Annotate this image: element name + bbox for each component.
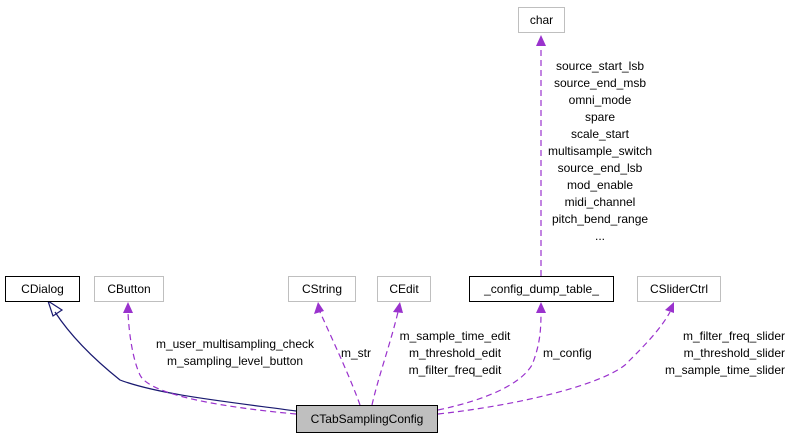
member-label: spare <box>584 110 616 124</box>
edge-use-config <box>437 311 542 411</box>
edge-label-cstring: m_str <box>341 345 371 362</box>
member-label: m_config <box>543 346 592 360</box>
arrowhead-cbutton <box>123 302 133 313</box>
member-label: m_threshold_slider <box>683 346 785 360</box>
class-node-char[interactable]: char <box>518 7 565 33</box>
member-label: m_sample_time_slider <box>664 363 785 377</box>
edge-label-cedit: m_sample_time_edit m_threshold_edit m_fi… <box>390 328 520 379</box>
arrowhead-char <box>536 35 546 46</box>
edge-label-config: m_config <box>543 345 592 362</box>
member-label: m_filter_freq_edit <box>408 363 502 377</box>
member-label: m_sampling_level_button <box>166 354 304 368</box>
class-name: CButton <box>107 282 151 296</box>
class-name: CSliderCtrl <box>649 282 708 296</box>
arrowhead-config <box>536 302 546 313</box>
member-label: scale_start <box>570 127 630 141</box>
arrowhead-inherit-cdialog <box>46 299 64 317</box>
member-label: source_start_lsb <box>555 59 645 73</box>
member-label: m_sample_time_edit <box>399 329 511 343</box>
class-node-config-dump-table[interactable]: _config_dump_table_ <box>469 276 614 302</box>
edge-inherit-cdialog <box>54 311 297 412</box>
class-node-cedit[interactable]: CEdit <box>377 276 431 302</box>
member-label: pitch_bend_range <box>551 212 649 226</box>
class-name: CTabSamplingConfig <box>310 412 424 426</box>
class-node-cstring[interactable]: CString <box>288 276 356 302</box>
member-label: m_threshold_edit <box>408 346 502 360</box>
member-label: ... <box>594 229 605 243</box>
member-label: m_user_multisampling_check <box>155 337 315 351</box>
member-label: m_str <box>341 346 371 360</box>
class-name: CEdit <box>389 282 419 296</box>
member-label: midi_channel <box>564 195 636 209</box>
member-label: source_end_lsb <box>557 161 643 175</box>
class-name: CString <box>301 282 342 296</box>
arrowhead-cedit <box>393 302 403 313</box>
arrowhead-cstring <box>314 302 324 314</box>
class-node-cbutton[interactable]: CButton <box>94 276 164 302</box>
class-node-ctabsamplingconfig[interactable]: CTabSamplingConfig <box>296 405 438 433</box>
class-node-csliderctrl[interactable]: CSliderCtrl <box>637 276 721 302</box>
edge-label-cbutton: m_user_multisampling_check m_sampling_le… <box>145 336 325 370</box>
class-name: _config_dump_table_ <box>484 282 599 296</box>
class-node-cdialog[interactable]: CDialog <box>5 276 80 302</box>
member-label: source_end_msb <box>553 76 647 90</box>
member-label: m_filter_freq_slider <box>682 329 785 343</box>
class-name: CDialog <box>21 282 64 296</box>
edge-label-csliderctrl: m_filter_freq_slider m_threshold_slider … <box>645 328 785 379</box>
member-label: multisample_switch <box>547 144 653 158</box>
class-name: char <box>529 13 554 27</box>
member-label: mod_enable <box>566 178 634 192</box>
edge-use-cedit <box>371 311 399 406</box>
arrowhead-csliderctrl <box>665 302 674 313</box>
edge-label-char: source_start_lsb source_end_msb omni_mod… <box>540 58 660 245</box>
member-label: omni_mode <box>568 93 632 107</box>
edge-use-cbutton <box>127 311 297 415</box>
